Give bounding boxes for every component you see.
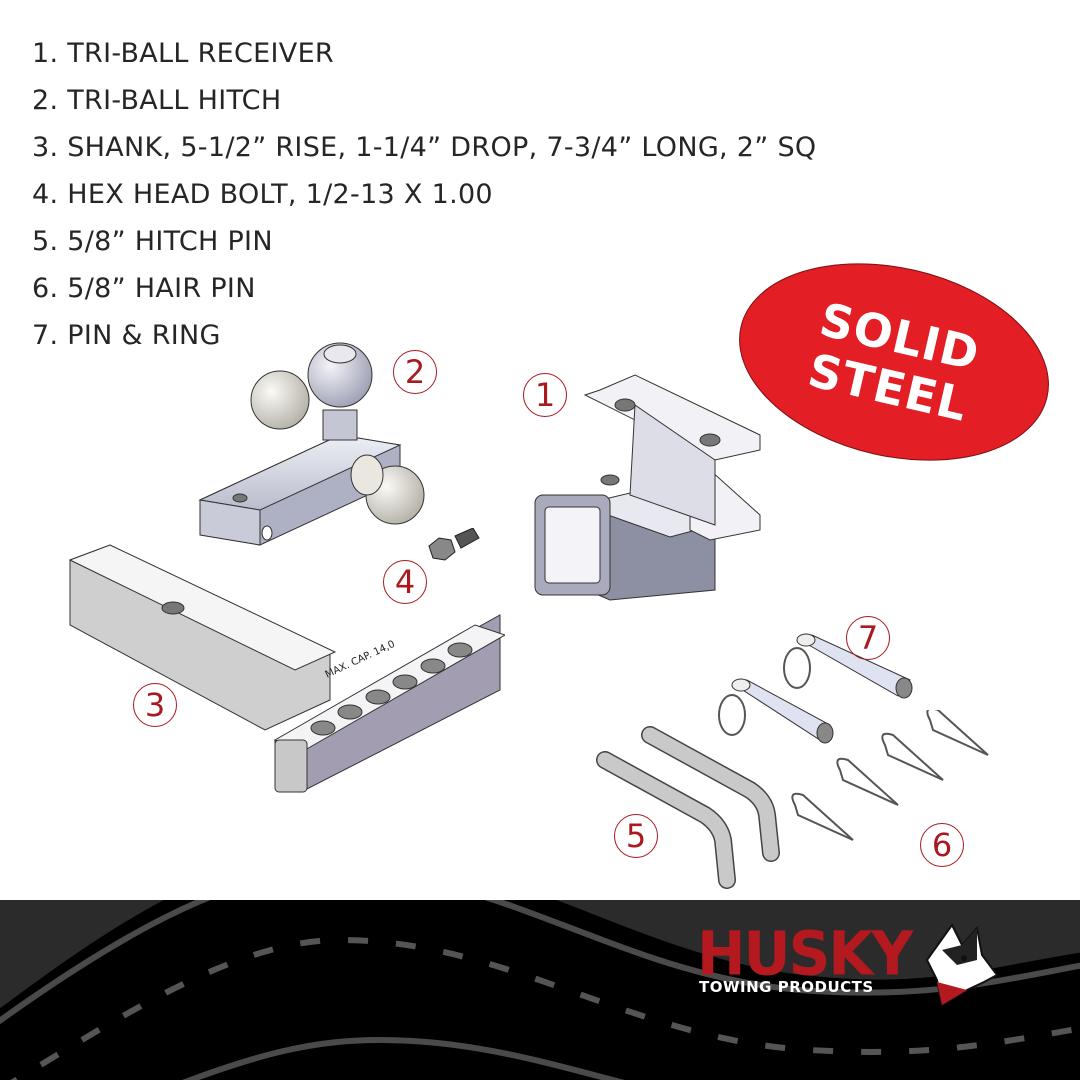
parts-list-item-6: 6. 5/8” HAIR PIN bbox=[32, 273, 256, 304]
brand-footer: HUSKY TOWING PRODUCTS bbox=[0, 900, 1080, 1080]
parts-list-item-4: 4. HEX HEAD BOLT, 1/2-13 X 1.00 bbox=[32, 179, 493, 210]
parts-list: 1. TRI-BALL RECEIVER 2. TRI-BALL HITCH 3… bbox=[32, 30, 816, 359]
hex-bolt-illustration bbox=[428, 528, 480, 561]
parts-list-item-5: 5. 5/8” HITCH PIN bbox=[32, 226, 273, 257]
callout-6: 6 bbox=[920, 823, 964, 867]
shank-illustration: MAX. CAP. 14,0 bbox=[68, 544, 505, 793]
pin-and-ring-illustration bbox=[718, 633, 913, 744]
callout-7: 7 bbox=[846, 616, 890, 660]
parts-list-item-2: 2. TRI-BALL HITCH bbox=[32, 85, 282, 116]
shank-engraving: MAX. CAP. 14,0 bbox=[324, 639, 397, 681]
husky-logo: HUSKY TOWING PRODUCTS bbox=[697, 920, 1007, 1010]
solid-steel-badge: SOLID STEEL bbox=[735, 262, 1053, 462]
road-graphic bbox=[0, 900, 1080, 1080]
logo-tagline: TOWING PRODUCTS bbox=[699, 978, 874, 996]
tri-ball-hitch-illustration bbox=[198, 342, 425, 546]
hitch-pin-illustration bbox=[596, 726, 780, 889]
husky-dog-icon bbox=[925, 923, 999, 1007]
logo-wordmark: HUSKY bbox=[697, 917, 913, 990]
parts-list-item-3: 3. SHANK, 5-1/2” RISE, 1-1/4” DROP, 7-3/… bbox=[32, 132, 817, 163]
parts-list-item-1: 1. TRI-BALL RECEIVER bbox=[32, 38, 334, 69]
callout-3: 3 bbox=[133, 683, 177, 727]
callout-5: 5 bbox=[614, 814, 658, 858]
parts-list-item-7: 7. PIN & RING bbox=[32, 320, 221, 351]
badge-ellipse-shape bbox=[739, 263, 1049, 461]
callout-1: 1 bbox=[523, 373, 567, 417]
hair-pin-illustration bbox=[791, 710, 989, 841]
tri-ball-receiver-illustration bbox=[534, 374, 761, 601]
callout-2: 2 bbox=[393, 350, 437, 394]
callout-4: 4 bbox=[383, 560, 427, 604]
